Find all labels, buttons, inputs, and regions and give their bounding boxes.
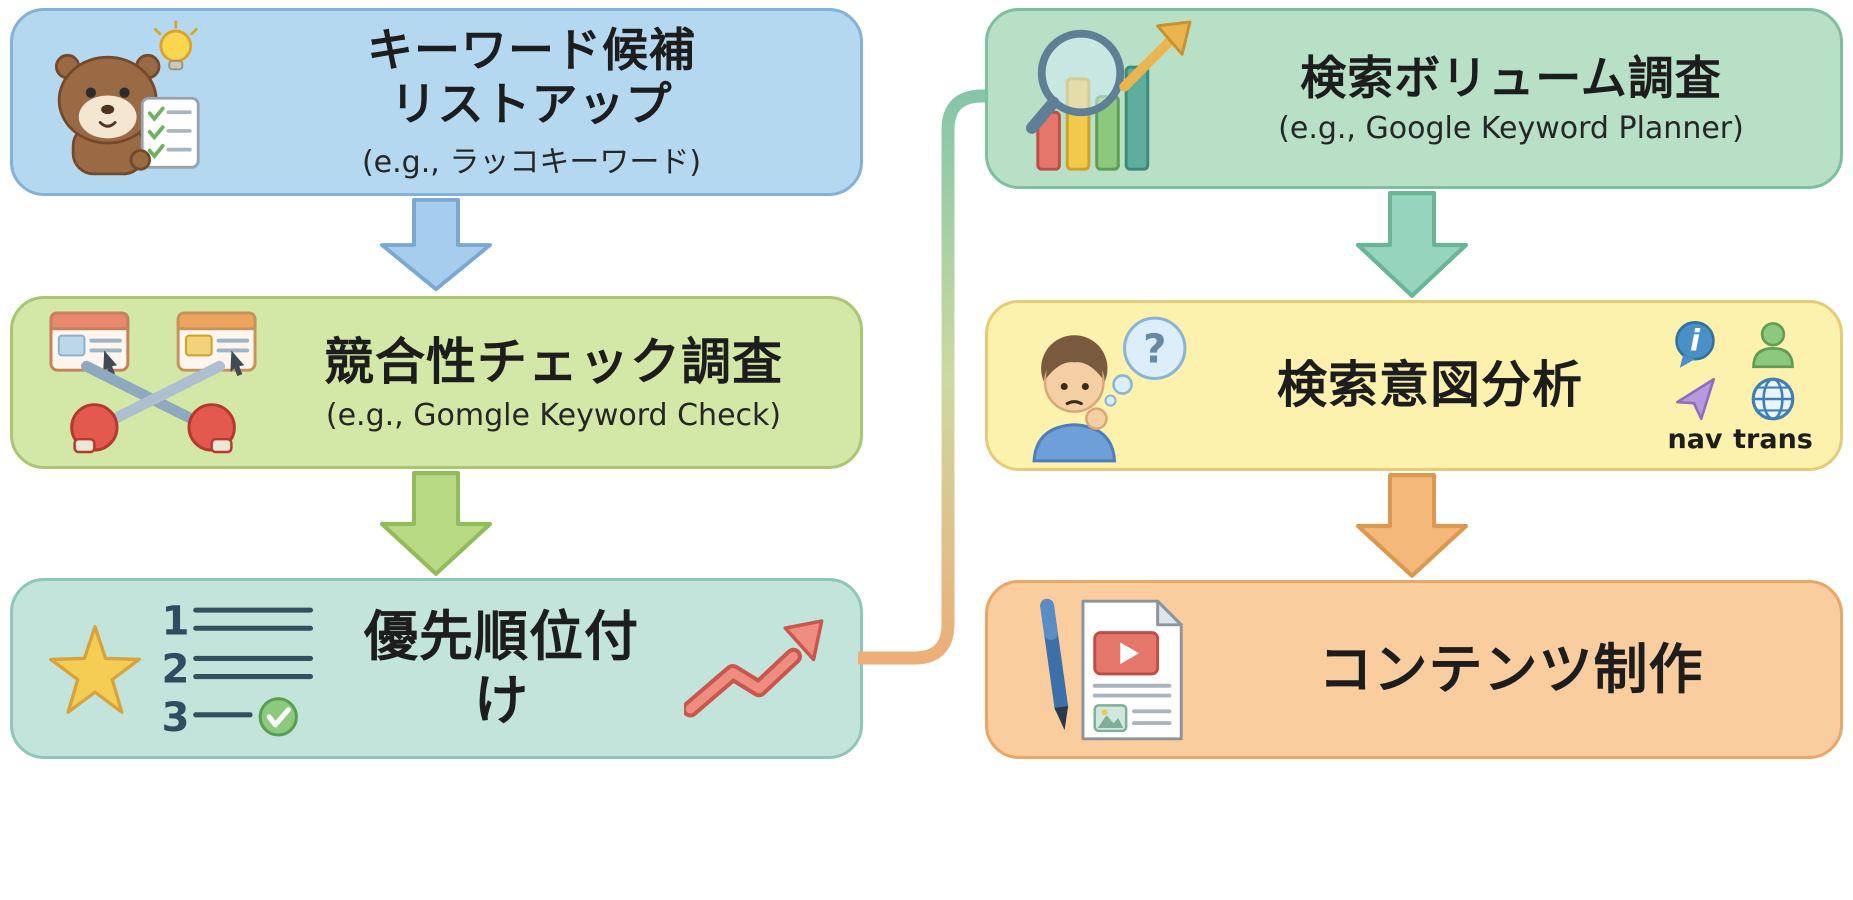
box-prioritization: 1 2 3 優先順位付け: [10, 578, 863, 759]
info-bubble-icon: i: [1675, 320, 1715, 368]
volume-title: 検索ボリューム調査: [1300, 50, 1722, 105]
volume-text-block: 検索ボリューム調査 (e.g., Google Keyword Planner): [1216, 51, 1806, 146]
person-cell: [1747, 318, 1799, 370]
checklist-icon: [140, 96, 200, 169]
person-thinking-icon: [1032, 334, 1117, 462]
keyword-title-line2: リストアップ: [390, 77, 673, 131]
document-icon: [1081, 599, 1183, 740]
thought-bubble-icon: ?: [1104, 316, 1187, 407]
priority-title: 優先順位付け: [364, 604, 639, 732]
arrow-keyword-to-competitor: [380, 198, 492, 292]
otter-with-checklist-icon: [47, 17, 215, 187]
person-icon: [1752, 322, 1794, 369]
rising-arrow-icon: [684, 618, 824, 717]
pen-icon: [1040, 598, 1069, 730]
magnifier-icon: [1026, 29, 1125, 134]
volume-subtitle: (e.g., Google Keyword Planner): [1278, 111, 1744, 147]
connector-priority-to-volume: [858, 89, 990, 665]
competition-icon: [49, 311, 257, 453]
keyword-title-line1: キーワード候補: [367, 22, 696, 77]
pen-document-icon: [1040, 598, 1183, 740]
browser-window-left-icon: [49, 311, 130, 376]
competitor-text-block: 競合性チェック調査 (e.g., Gomgle Keyword Check): [281, 333, 826, 433]
rank-3-label: 3: [161, 694, 189, 740]
box-search-volume: 検索ボリューム調査 (e.g., Google Keyword Planner): [985, 8, 1843, 189]
volume-icon-group: [1022, 18, 1194, 180]
trans-label: trans: [1733, 424, 1813, 455]
otter-icon: [54, 53, 161, 176]
arrow-intent-to-content: [1356, 473, 1468, 578]
video-thumbnail-icon: [1093, 630, 1160, 675]
info-cell: i: [1669, 318, 1721, 370]
arrow-volume-to-intent: [1356, 191, 1468, 298]
arrow-competitor-to-priority: [380, 471, 492, 576]
boxing-glove-left-icon: [70, 402, 119, 453]
priority-icon-group: 1 2 3: [47, 596, 319, 742]
box-competitor-check: 競合性チェック調査 (e.g., Gomgle Keyword Check): [10, 296, 863, 469]
browser-window-right-icon: [176, 311, 257, 376]
nav-label: nav: [1667, 424, 1723, 455]
intent-title: 検索意図分析: [1277, 356, 1583, 414]
info-glyph-label: i: [1690, 324, 1701, 358]
chart-magnifier-icon: [1026, 19, 1192, 171]
otter-lightbulb-checklist-icon: [54, 20, 200, 176]
box-content-creation: コンテンツ制作: [985, 580, 1843, 759]
trans-cell: trans: [1733, 374, 1813, 453]
content-icon-group: [1022, 591, 1194, 749]
keyword-text-block: キーワード候補 リストアップ (e.g., ラッコキーワード): [237, 23, 826, 182]
image-thumbnail-icon: [1093, 703, 1128, 732]
boxing-glove-right-icon: [187, 402, 236, 453]
star-icon: [49, 624, 141, 714]
keyword-subtitle: (e.g., ラッコキーワード): [361, 145, 702, 181]
content-title: コンテンツ制作: [1318, 637, 1704, 701]
growth-arrow-icon: [1119, 19, 1192, 92]
rank-1-label: 1: [161, 598, 189, 644]
nav-arrow-icon: [1675, 377, 1716, 421]
lightbulb-icon: [153, 20, 198, 71]
competitor-subtitle: (e.g., Gomgle Keyword Check): [325, 397, 782, 433]
rank-2-label: 2: [161, 646, 189, 692]
thinking-person-icon: ?: [1032, 316, 1187, 462]
intent-type-icons: i nav: [1662, 318, 1813, 455]
question-mark-label: ?: [1143, 326, 1166, 372]
globe-icon: [1751, 377, 1795, 421]
intent-icon-group: ?: [1022, 308, 1198, 464]
ranked-list-icon: 1 2 3: [161, 598, 314, 740]
nav-cell: nav: [1667, 374, 1723, 455]
competitor-title: 競合性チェック調査: [324, 332, 783, 391]
box-search-intent: ? 検索意図分析 i: [985, 300, 1843, 471]
check-circle-icon: [258, 696, 298, 736]
competitor-icon-group: [47, 309, 259, 457]
box-keyword-candidates: キーワード候補 リストアップ (e.g., ラッコキーワード): [10, 8, 863, 196]
